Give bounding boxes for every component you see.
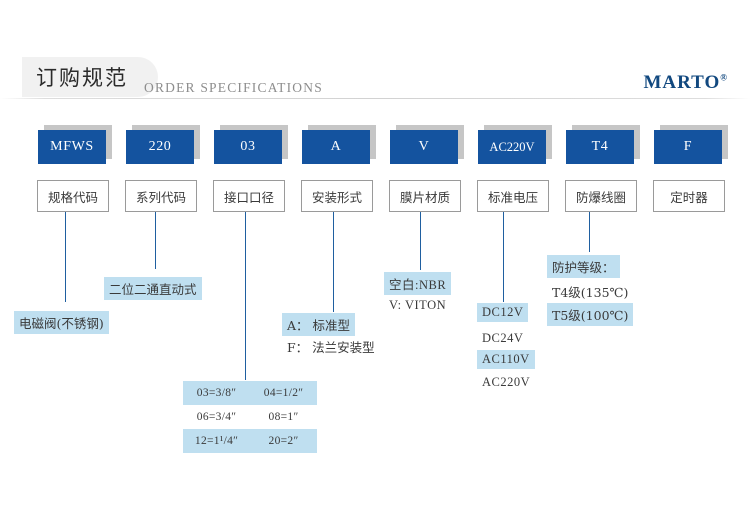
label-text: 标准电压: [487, 189, 538, 205]
callout-grade-t5: T5级(100℃): [547, 303, 634, 326]
code-box-port: 03: [214, 125, 288, 164]
callout-voltage-dc24v: DC24V: [482, 331, 524, 345]
label-text: 规格代码: [47, 189, 98, 205]
table-row: 06=3/4″ 08=1″: [183, 405, 317, 429]
code-box-value: MFWS: [50, 139, 94, 154]
code-box-voltage: AC220V: [478, 125, 552, 164]
connector-line-series: [155, 212, 156, 269]
code-box-face: AC220V: [478, 130, 546, 164]
page-header: 订购规范 ORDER SPECIFICATIONS MARTO®: [0, 0, 750, 99]
code-box-face: V: [390, 130, 458, 164]
table-cell: 03=3/8″: [183, 381, 251, 405]
table-cell: 06=3/4″: [183, 405, 251, 429]
registered-trademark-icon: ®: [720, 72, 728, 83]
code-box-value: 220: [148, 139, 172, 154]
code-box-diaphragm: V: [390, 125, 464, 164]
label-box-explosion-coil: 防爆线圈: [565, 180, 637, 212]
code-box-value: A: [330, 139, 342, 154]
callout-protection-grade: 防护等级：: [547, 255, 620, 278]
code-box-mount: A: [302, 125, 376, 164]
code-box-face: T4: [566, 130, 634, 164]
code-box-value: AC220V: [489, 139, 535, 154]
label-text: 安装形式: [311, 189, 362, 205]
code-box-value: V: [418, 139, 430, 154]
code-box-value: T4: [591, 139, 609, 154]
brand-logo: MARTO®: [643, 72, 728, 94]
code-box-face: A: [302, 130, 370, 164]
label-box-spec: 规格代码: [37, 180, 109, 212]
callout-mount-standard: A： 标准型: [282, 313, 356, 336]
code-box-value: 03: [240, 139, 256, 154]
callout-voltage-ac110v: AC110V: [477, 350, 535, 369]
header-divider: [0, 98, 750, 99]
port-size-table: 03=3/8″ 04=1/2″ 06=3/4″ 08=1″ 12=1¹/4″ 2…: [183, 381, 317, 453]
page-subtitle: ORDER SPECIFICATIONS: [144, 80, 323, 95]
code-box-face: F: [654, 130, 722, 164]
code-box-timer: F: [654, 125, 728, 164]
callout-mount-flange: F： 法兰安装型: [287, 340, 375, 355]
title-background-pill: [22, 57, 158, 97]
table-cell: 12=1¹/4″: [183, 429, 251, 453]
brand-logo-text: MARTO: [643, 72, 721, 93]
code-box-face: MFWS: [38, 130, 106, 164]
callout-diaphragm-nbr: 空白:NBR: [384, 272, 452, 295]
callout-voltage-dc12v: DC12V: [477, 303, 529, 322]
table-row: 12=1¹/4″ 20=2″: [183, 429, 317, 453]
connector-line-mount: [333, 212, 334, 312]
connector-line-spec: [65, 212, 66, 302]
table-cell: 08=1″: [250, 405, 317, 429]
code-box-explosion-coil: T4: [566, 125, 640, 164]
callout-spec-code: 电磁阀(不锈钢): [14, 311, 109, 334]
connector-line-port: [245, 212, 246, 380]
label-text: 膜片材质: [399, 189, 450, 205]
callout-diaphragm-viton: V: VITON: [389, 298, 447, 312]
code-box-face: 03: [214, 130, 282, 164]
label-box-mount: 安装形式: [301, 180, 373, 212]
table-cell: 20=2″: [250, 429, 317, 453]
label-box-timer: 定时器: [653, 180, 725, 212]
label-text: 定时器: [670, 189, 708, 205]
label-box-port: 接口口径: [213, 180, 285, 212]
table-cell: 04=1/2″: [250, 381, 317, 405]
table-row: 03=3/8″ 04=1/2″: [183, 381, 317, 405]
label-text: 防爆线圈: [575, 189, 626, 205]
code-box-spec: MFWS: [38, 125, 112, 164]
connector-line-explosion-coil: [589, 212, 590, 252]
code-box-series: 220: [126, 125, 200, 164]
callout-grade-t4: T4级(135℃): [552, 285, 629, 300]
callout-series-code: 二位二通直动式: [104, 277, 202, 300]
label-box-series: 系列代码: [125, 180, 197, 212]
code-box-face: 220: [126, 130, 194, 164]
page-title: 订购规范: [36, 66, 128, 90]
label-box-voltage: 标准电压: [477, 180, 549, 212]
code-box-value: F: [683, 139, 693, 154]
label-box-diaphragm: 膜片材质: [389, 180, 461, 212]
connector-line-diaphragm: [420, 212, 421, 270]
label-text: 系列代码: [135, 189, 186, 205]
connector-line-voltage: [503, 212, 504, 302]
label-text: 接口口径: [223, 189, 274, 205]
callout-voltage-ac220v: AC220V: [482, 375, 531, 389]
